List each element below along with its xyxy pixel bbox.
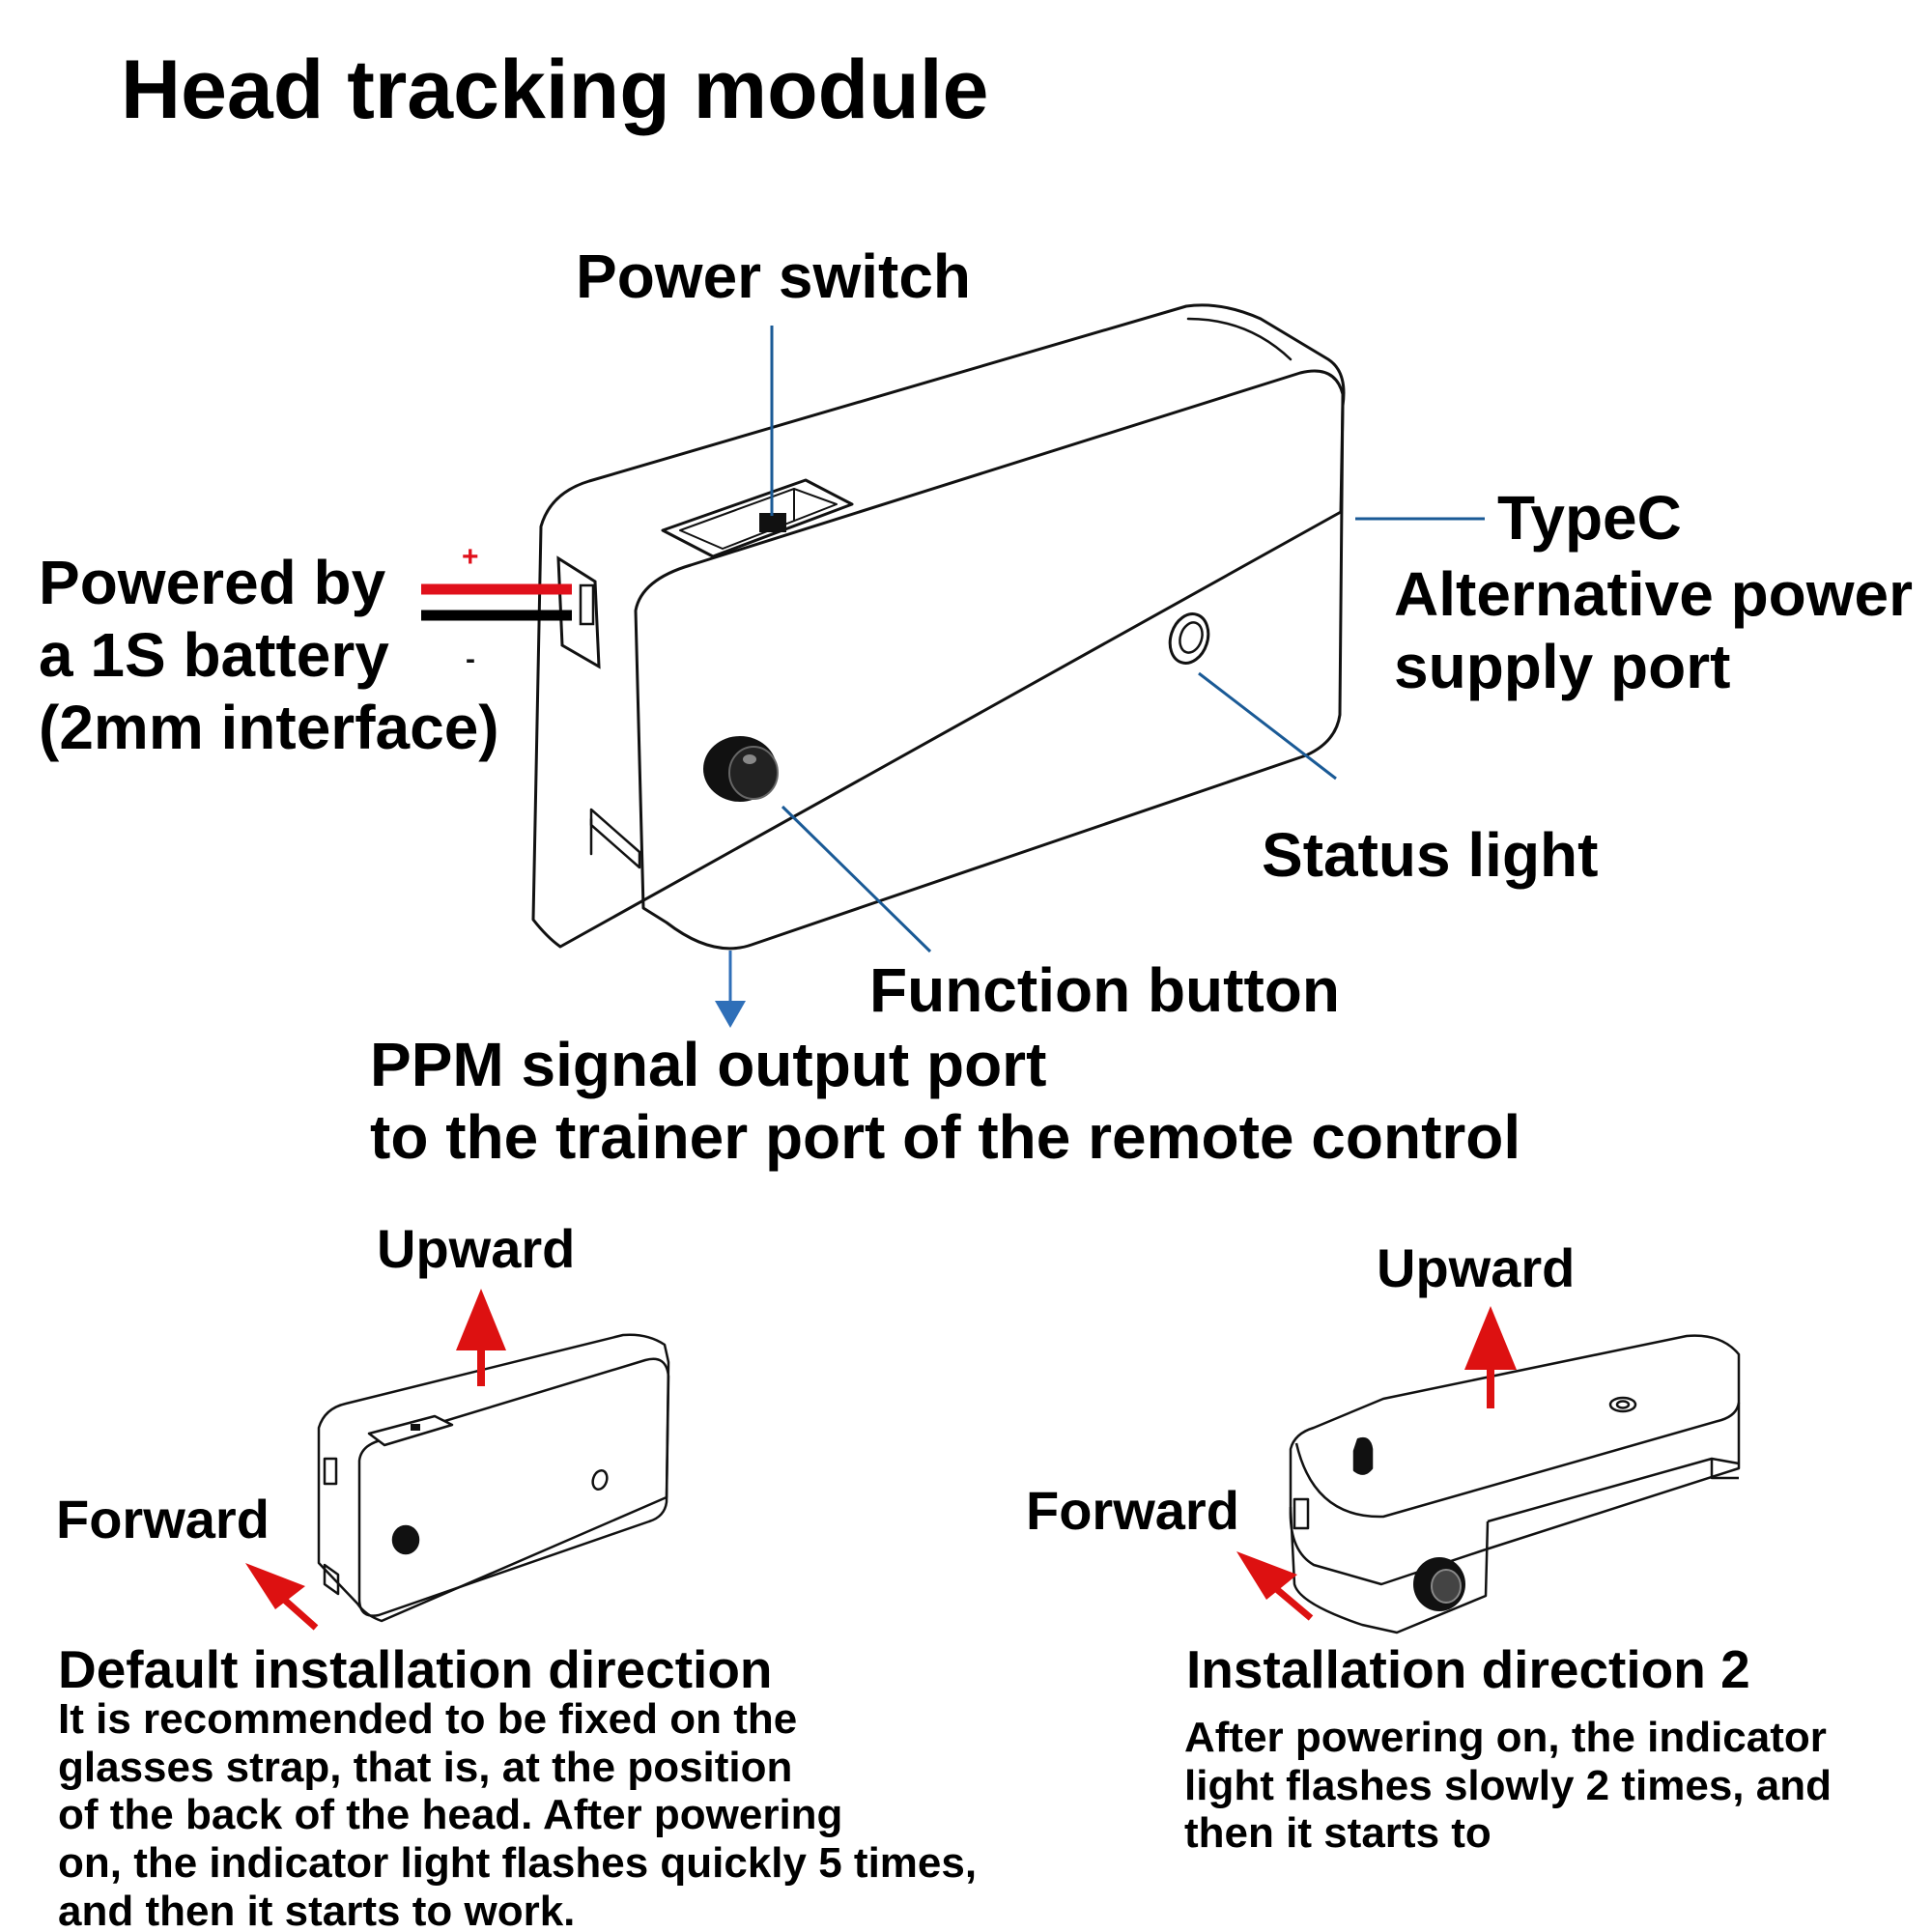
battery-label-line: Powered by <box>39 548 386 617</box>
power-switch-knob <box>759 513 786 532</box>
default-install-heading: Default installation direction <box>58 1639 773 1699</box>
small-module-two <box>1289 1334 1741 1634</box>
default-install-text: It is recommended to be fixed on the gla… <box>58 1695 977 1932</box>
ppm-label-line: PPM signal output port <box>370 1030 1047 1099</box>
ppm-label: PPM signal output port to the trainer po… <box>370 1029 1520 1174</box>
minus-sign: - <box>466 643 475 675</box>
ppm-arrow-head <box>715 1001 746 1028</box>
battery-label: Powered by a 1S battery (2mm interface) <box>39 547 499 764</box>
main-module-top-edge <box>1186 317 1293 361</box>
default-install-text-line: and then it starts to work. <box>58 1887 576 1932</box>
small-module-default-up-arrow <box>456 1289 506 1386</box>
default-forward-label: Forward <box>56 1489 270 1549</box>
battery-wires <box>421 583 572 621</box>
status-light-label: Status light <box>1262 820 1599 890</box>
install2-text-line: then it starts to <box>1184 1809 1492 1858</box>
function-button-label: Function button <box>869 955 1340 1025</box>
typec-description-line: Alternative power <box>1394 559 1914 629</box>
small-module-default-connector <box>323 1457 338 1486</box>
default-install-text-line: on, the indicator light flashes quickly … <box>58 1839 978 1888</box>
default-install-text-line: glasses strap, that is, at the position <box>58 1743 793 1791</box>
small-module-two-port <box>1413 1557 1465 1611</box>
default-install-text-line: It is recommended to be fixed on the <box>58 1695 798 1743</box>
install2-forward-label: Forward <box>1026 1480 1239 1541</box>
status-light-hole <box>1168 612 1210 665</box>
small-module-default <box>317 1333 670 1623</box>
default-install-text-line: of the back of the head. After powering <box>58 1791 843 1839</box>
small-module-two-connector <box>1293 1497 1310 1530</box>
main-module-front-face <box>634 369 1345 951</box>
typec-description-line: supply port <box>1394 631 1731 701</box>
small-module-two-button <box>1352 1436 1374 1475</box>
install2-text: After powering on, the indicator light f… <box>1184 1714 1832 1858</box>
main-module <box>531 303 1346 951</box>
install2-text-line: After powering on, the indicator <box>1184 1714 1827 1761</box>
main-module-notch <box>589 808 641 869</box>
page-title: Head tracking module <box>121 43 989 136</box>
main-module-back-body <box>531 303 1346 949</box>
small-module-two-status-light <box>1608 1396 1637 1413</box>
small-module-two-up-arrow <box>1464 1306 1517 1408</box>
install2-upward-label: Upward <box>1377 1237 1576 1298</box>
ppm-label-line: to the trainer port of the remote contro… <box>370 1101 1521 1172</box>
power-switch-label: Power switch <box>576 242 971 311</box>
function-button-knob <box>703 736 779 802</box>
small-module-default-button <box>391 1524 420 1555</box>
leader-lines <box>770 326 1485 953</box>
install2-text-line: light flashes slowly 2 times, and <box>1184 1761 1832 1809</box>
small-module-two-forward-arrow <box>1236 1551 1314 1621</box>
battery-label-line: (2mm interface) <box>39 692 499 762</box>
default-upward-label: Upward <box>377 1218 576 1279</box>
typec-label: TypeC <box>1497 483 1682 553</box>
function-button-leader <box>781 805 932 953</box>
battery-label-line: a 1S battery <box>39 619 389 690</box>
typec-description: Alternative power supply port <box>1394 558 1913 703</box>
status-light-leader <box>1198 671 1337 781</box>
plus-sign: + <box>462 541 479 573</box>
small-module-default-status-light <box>591 1468 609 1492</box>
install2-heading: Installation direction 2 <box>1186 1639 1750 1699</box>
small-module-default-forward-arrow <box>245 1563 319 1631</box>
power-switch-slot <box>661 478 854 558</box>
